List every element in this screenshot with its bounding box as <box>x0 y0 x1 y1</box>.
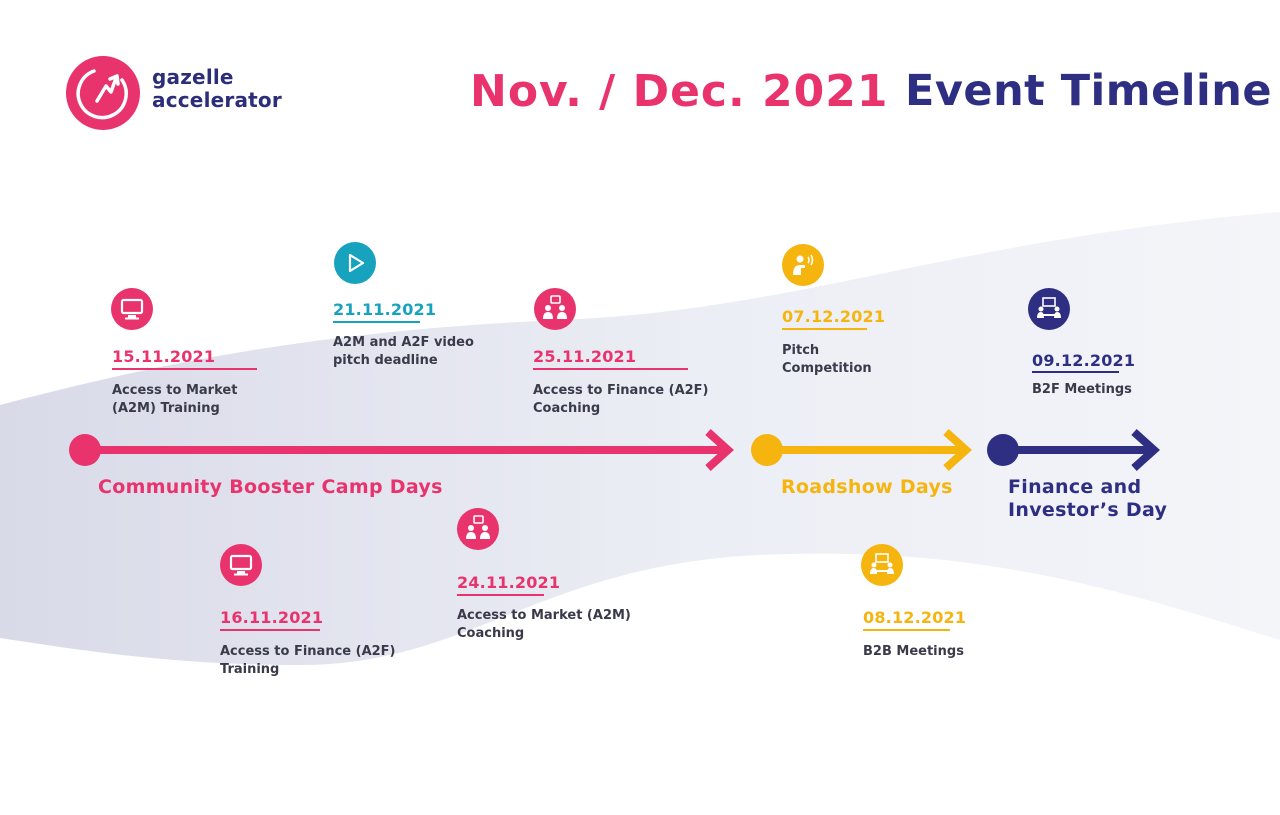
event-date: 25.11.2021 <box>533 347 637 366</box>
coaching-icon <box>457 508 499 550</box>
date-underline <box>782 328 867 330</box>
timeline-arrow-navy <box>987 429 1160 471</box>
date-underline <box>863 629 950 631</box>
phase-label: Investor’s Day <box>1008 499 1168 521</box>
event-date: 21.11.2021 <box>333 300 437 319</box>
event-desc-line: Training <box>220 662 280 677</box>
event-description: Access to Market (A2M) Training <box>112 382 312 418</box>
date-underline <box>112 368 257 370</box>
event-description: B2F Meetings <box>1032 381 1232 399</box>
page-title: Event Timeline <box>905 66 1272 116</box>
event-desc-line: Pitch <box>782 343 820 358</box>
timeline-arrow-yellow <box>751 429 972 471</box>
logo-line-2: accelerator <box>152 88 282 112</box>
computer-icon <box>111 288 153 330</box>
event-desc-line: B2B Meetings <box>863 644 964 659</box>
phase-community-booster: Community Booster Camp Days <box>98 476 443 499</box>
phase-label: Community Booster Camp Days <box>98 476 443 498</box>
date-underline <box>457 594 544 596</box>
date-title: Nov. / Dec. 2021 <box>470 66 889 117</box>
date-underline <box>333 321 420 323</box>
gazelle-logo: gazelle accelerator <box>66 56 296 130</box>
event-date: 08.12.2021 <box>863 608 967 627</box>
timeline-arrows <box>69 429 1160 471</box>
play-icon <box>334 242 376 284</box>
event-desc-line: Access to Finance (A2F) <box>220 644 396 659</box>
date-underline <box>533 368 688 370</box>
event-description: Access to Finance (A2F) Coaching <box>533 382 733 418</box>
computer-icon <box>220 544 262 586</box>
event-desc-line: Coaching <box>457 626 525 641</box>
event-desc-line: Coaching <box>533 401 601 416</box>
date-underline <box>1032 371 1119 373</box>
event-desc-line: Access to Market <box>112 383 238 398</box>
event-date: 07.12.2021 <box>782 307 886 326</box>
phase-label: Finance and <box>1008 476 1142 498</box>
event-desc-line: Access to Market (A2M) <box>457 608 631 623</box>
gazelle-logo-icon <box>66 56 140 130</box>
coaching-icon <box>534 288 576 330</box>
event-description: Access to Finance (A2F) Training <box>220 643 420 679</box>
meeting-icon <box>1028 288 1070 330</box>
event-date: 16.11.2021 <box>220 608 324 627</box>
logo-line-1: gazelle <box>152 65 234 89</box>
phase-label: Roadshow Days <box>781 476 953 498</box>
event-desc-line: pitch deadline <box>333 353 438 368</box>
meeting-icon <box>861 544 903 586</box>
timeline-arrow-pink <box>69 429 734 471</box>
event-date: 15.11.2021 <box>112 347 216 366</box>
phase-finance-investor: Finance and Investor’s Day <box>1008 476 1167 522</box>
date-underline <box>220 629 320 631</box>
event-desc-line: Competition <box>782 361 872 376</box>
logo-wordmark: gazelle accelerator <box>152 66 282 112</box>
event-description: Pitch Competition <box>782 342 982 378</box>
event-date: 09.12.2021 <box>1032 351 1136 370</box>
presenter-icon <box>782 244 824 286</box>
event-desc-line: (A2M) Training <box>112 401 220 416</box>
event-description: Access to Market (A2M) Coaching <box>457 607 657 643</box>
event-desc-line: B2F Meetings <box>1032 382 1132 397</box>
event-date: 24.11.2021 <box>457 573 561 592</box>
event-desc-line: A2M and A2F video <box>333 335 474 350</box>
event-desc-line: Access to Finance (A2F) <box>533 383 709 398</box>
event-description: B2B Meetings <box>863 643 1063 661</box>
event-description: A2M and A2F video pitch deadline <box>333 334 533 370</box>
phase-roadshow: Roadshow Days <box>781 476 953 499</box>
